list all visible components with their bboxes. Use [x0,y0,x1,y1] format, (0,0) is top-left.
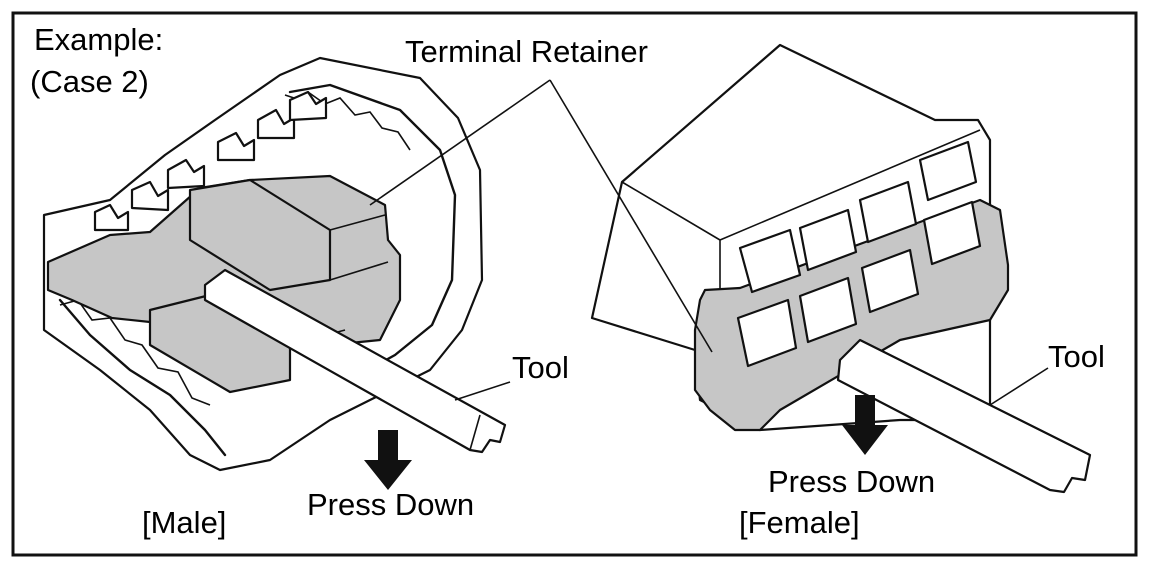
male-cutaway-bottom [59,299,211,406]
male-caption: [Male] [142,505,226,540]
male-housing-rim [288,83,457,382]
retainer-leader-male [369,79,551,206]
male-press-arrow [364,430,412,490]
tool-leader-female [989,367,1049,406]
figure-border [11,11,1138,557]
female-tool-label: Tool [1048,339,1105,374]
male-housing-rim-lower [58,298,227,457]
male-connector [42,56,507,490]
tool-leader-male [454,381,511,401]
terminal-retainer-label: Terminal Retainer [405,34,648,69]
female-press-arrow [842,395,888,455]
female-connector [590,43,1092,494]
female-caption: [Female] [739,505,860,540]
retainer-leader-female [549,79,713,353]
male-terminal-slots [93,90,328,232]
leader-lines [369,79,1049,406]
female-press-down-label: Press Down [768,464,935,499]
male-press-down-label: Press Down [307,487,474,522]
case-label: (Case 2) [30,64,149,99]
example-label: Example: [34,22,163,57]
female-lower-cells [736,200,982,368]
female-upper-cells [738,140,978,294]
male-tool-label: Tool [512,350,569,385]
